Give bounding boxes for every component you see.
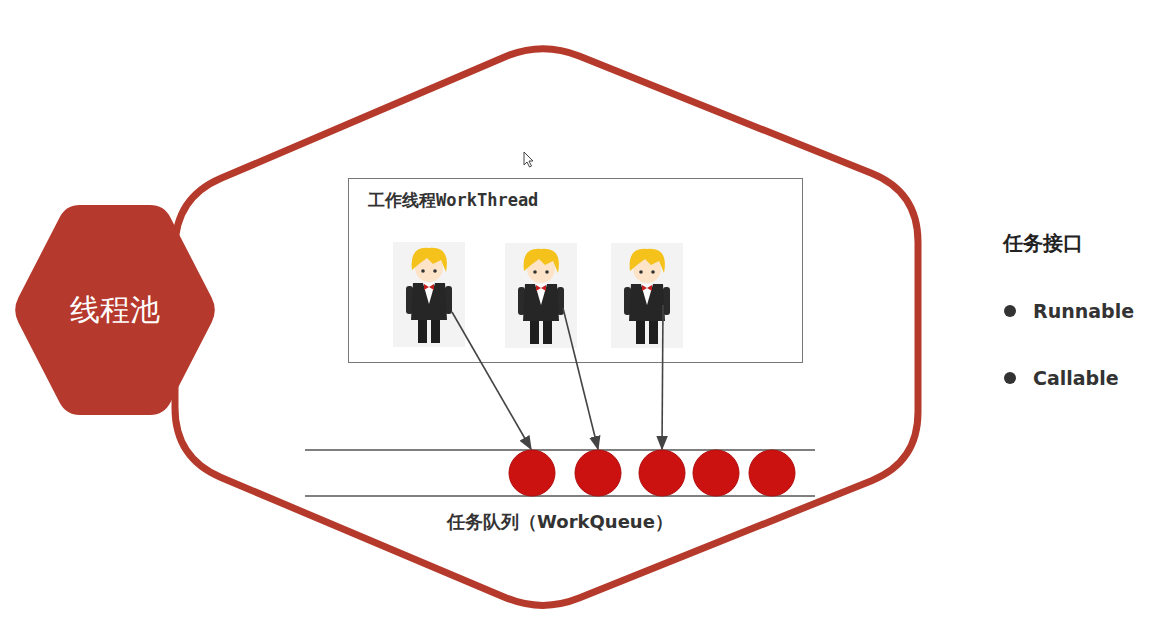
pool-outline — [175, 49, 918, 606]
interface-item: Callable — [1033, 364, 1119, 392]
task-ball — [749, 450, 795, 496]
task-ball — [639, 450, 685, 496]
worker-figure — [505, 243, 577, 348]
worker-thread-box: 工作线程WorkThread — [348, 178, 803, 363]
task-ball — [693, 450, 739, 496]
box-border — [349, 179, 803, 363]
queue-title: 任务队列（WorkQueue） — [305, 508, 815, 536]
section-heading: 任务接口 — [1003, 229, 1083, 257]
mouse-cursor — [524, 152, 533, 167]
work-queue: 任务队列（WorkQueue） — [305, 450, 815, 540]
bullet-dot — [1004, 372, 1016, 384]
worker-figure — [611, 243, 683, 348]
queue-rail — [305, 449, 815, 451]
fetch-arrow — [452, 312, 531, 449]
interface-item: Runnable — [1033, 297, 1134, 325]
task-ball — [509, 450, 555, 496]
queue-rail — [305, 495, 815, 497]
worker-figure — [393, 242, 465, 347]
fetch-arrow — [662, 305, 663, 449]
fetch-arrow — [563, 308, 598, 449]
thread-pool-region: 线程池 工作线程WorkThread 任务队列（WorkQueue） — [10, 36, 926, 618]
pool-title: 线程池 — [12, 290, 218, 330]
task-ball — [575, 450, 621, 496]
box-title: 工作线程WorkThread — [368, 189, 538, 211]
bullet-dot — [1004, 305, 1016, 317]
